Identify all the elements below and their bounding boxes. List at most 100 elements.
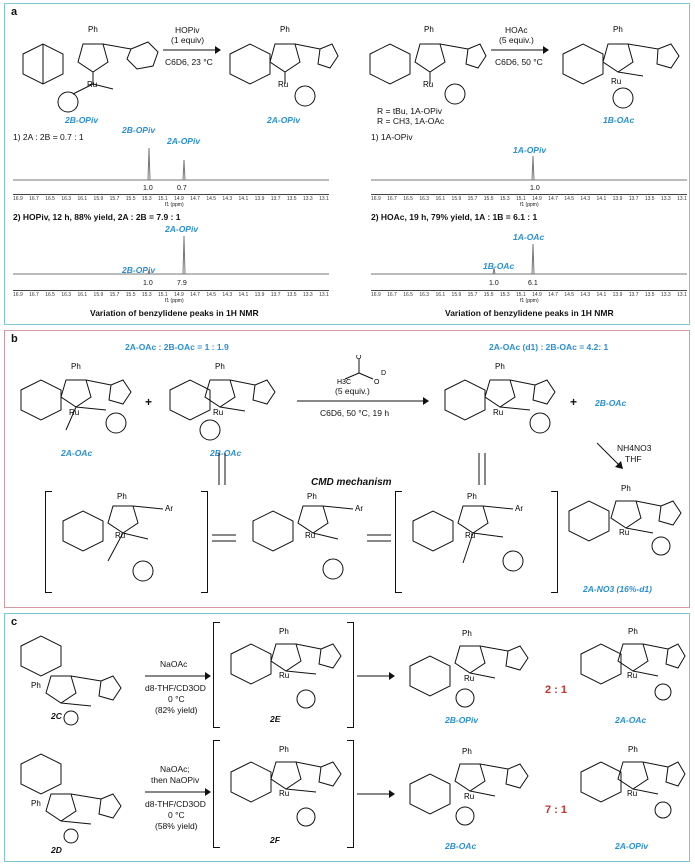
- equilibrium-arrows: [367, 534, 391, 542]
- yield: (82% yield): [155, 705, 198, 715]
- svg-text:Ru: Ru: [464, 792, 474, 801]
- int-bracket: [347, 740, 354, 848]
- svg-text:Ph: Ph: [613, 25, 623, 34]
- panel-c: c Ph 2C NaOAc d8-THF/CD3OD 0 °C (82% yie…: [4, 613, 690, 862]
- conditions: C6D6, 50 °C, 19 h: [320, 408, 390, 418]
- nmr-spectrum-4: [371, 243, 687, 275]
- peak-label: 1B-OAc: [483, 261, 515, 271]
- reagent: NH4NO3: [617, 443, 652, 453]
- reaction-arrow: [596, 442, 623, 469]
- svg-text:H3C: H3C: [337, 379, 351, 385]
- svg-text:O: O: [374, 379, 380, 385]
- reaction-arrow: [357, 790, 395, 798]
- mol-label: 2F: [270, 835, 280, 845]
- axis-unit: f1 (ppm): [165, 298, 184, 304]
- svg-text:Ph: Ph: [628, 627, 638, 636]
- svg-text:Ar: Ar: [355, 504, 363, 513]
- svg-text:D: D: [381, 370, 386, 377]
- reagent: then NaOPiv: [151, 775, 200, 785]
- ts-bracket: [45, 491, 52, 593]
- product-label: 2A-OPiv: [267, 115, 301, 125]
- reagent: NaOAc;: [160, 764, 190, 774]
- svg-text:Ph: Ph: [279, 745, 289, 754]
- svg-text:Ru: Ru: [464, 674, 474, 683]
- reagent: HOPiv: [175, 25, 200, 35]
- start-label: 2B-OPiv: [65, 115, 99, 125]
- svg-text:Ph: Ph: [71, 362, 81, 371]
- integral: 0.7: [177, 185, 187, 192]
- peak-label: 2B-OPiv: [122, 125, 156, 135]
- svg-text:Ar: Ar: [515, 504, 523, 513]
- svg-text:Ph: Ph: [279, 627, 289, 636]
- reagent: (5 equiv.): [335, 386, 370, 396]
- svg-text:Ru: Ru: [619, 528, 629, 537]
- mol-label: 2A-OAc: [61, 448, 93, 458]
- equiv: (5 equiv.): [499, 35, 534, 45]
- int-bracket: [213, 622, 220, 728]
- ts-bracket: [551, 491, 558, 593]
- svg-text:Ru: Ru: [611, 77, 621, 86]
- mol-label: 2B-OAc: [210, 448, 242, 458]
- spectrum-title: 1) 2A : 2B = 0.7 : 1: [13, 132, 84, 142]
- ppm-axis: [13, 290, 329, 291]
- svg-text:Ru: Ru: [493, 408, 503, 417]
- integral: 7.9: [177, 280, 187, 287]
- ratio-left: 2A-OAc : 2B-OAc = 1 : 1.9: [125, 342, 229, 352]
- mol-label: 2B-OAc: [595, 398, 627, 408]
- r-group-1: R = tBu, 1A-OPiv: [377, 106, 442, 116]
- svg-text:Ru: Ru: [213, 408, 223, 417]
- solvent: d8-THF/CD3OD: [145, 799, 206, 809]
- svg-text:Ru: Ru: [627, 671, 637, 680]
- reaction-arrow: [357, 672, 395, 680]
- temperature: 0 °C: [168, 810, 185, 820]
- svg-text:Ph: Ph: [88, 25, 98, 34]
- axis-unit: f1 (ppm): [520, 298, 539, 304]
- mol-label: 2A-NO3 (16%-d1): [583, 584, 652, 594]
- int-bracket: [347, 622, 354, 728]
- reaction-arrow: [297, 397, 429, 405]
- mol-label: 2B-OAc: [445, 841, 477, 851]
- svg-text:Ph: Ph: [462, 747, 472, 756]
- yield: (58% yield): [155, 821, 198, 831]
- svg-text:Ph: Ph: [424, 25, 434, 34]
- reaction-arrow: [145, 672, 211, 680]
- int-bracket: [213, 740, 220, 848]
- peak-label: 1A-OAc: [513, 232, 545, 242]
- svg-text:Ru: Ru: [627, 789, 637, 798]
- caption: Variation of benzylidene peaks in 1H NMR: [90, 308, 259, 318]
- reagent: NaOAc: [160, 659, 188, 669]
- reaction-arrow: [491, 46, 549, 54]
- svg-text:Ru: Ru: [278, 80, 288, 89]
- ppm-axis: [371, 290, 687, 291]
- spectrum-title: 1) 1A-OPiv: [371, 132, 413, 142]
- complex-2C: Ph: [20, 635, 122, 726]
- ratio: 7 : 1: [545, 804, 568, 816]
- peak-label: 2A-OPiv: [165, 224, 199, 234]
- nmr-spectrum-1: [13, 147, 329, 181]
- svg-text:Ru: Ru: [279, 671, 289, 680]
- reaction-arrow: [163, 46, 221, 54]
- ts-bracket: [395, 491, 402, 593]
- ratio: 2 : 1: [545, 684, 568, 696]
- mol-label: 2A-OAc: [615, 715, 647, 725]
- svg-text:Ru: Ru: [69, 408, 79, 417]
- svg-text:Ru: Ru: [423, 80, 433, 89]
- panel-label: b: [11, 333, 18, 345]
- equilibrium-arrows: [218, 453, 226, 485]
- panel-label: c: [11, 616, 18, 628]
- nmr-spectrum-2: [13, 235, 329, 275]
- spectrum-title: 2) HOPiv, 12 h, 88% yield, 2A : 2B = 7.9…: [13, 212, 181, 222]
- plus: +: [570, 395, 578, 409]
